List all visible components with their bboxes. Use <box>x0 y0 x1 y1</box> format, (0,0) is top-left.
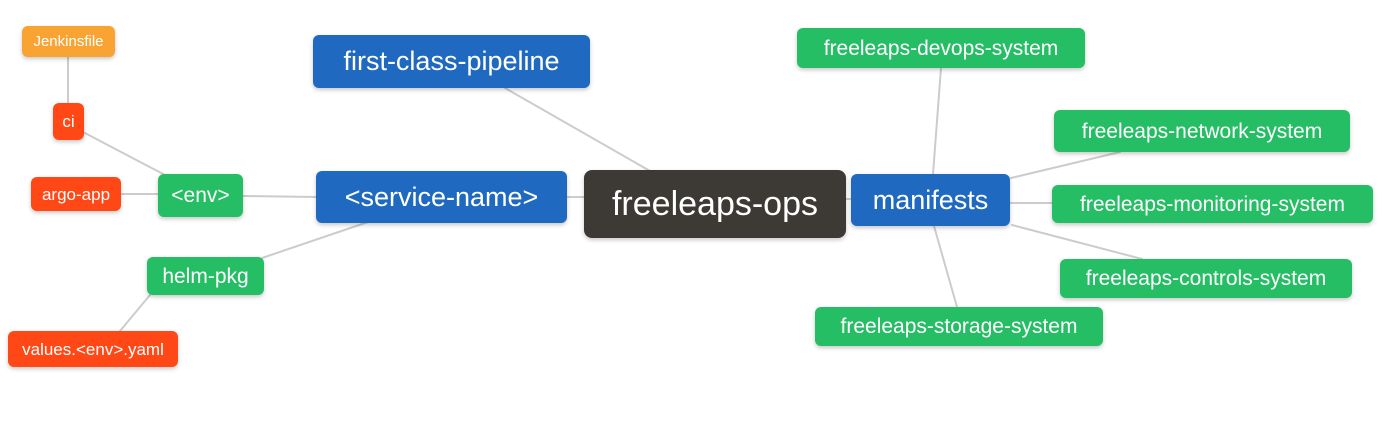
edge-first-class-pipeline-to-freeleaps-ops <box>504 87 651 172</box>
edge-manifests-to-freeleaps-devops-system <box>932 67 942 175</box>
node-jenkinsfile[interactable]: Jenkinsfile <box>22 26 115 57</box>
node-manifests[interactable]: manifests <box>851 174 1010 226</box>
edge-manifests-to-freeleaps-storage-system <box>933 225 958 308</box>
edge-ci-to-env <box>82 131 166 176</box>
node-values-env-yaml[interactable]: values.<env>.yaml <box>8 331 178 367</box>
node-first-class-pipeline[interactable]: first-class-pipeline <box>313 35 590 88</box>
node-freeleaps-monitoring-system[interactable]: freeleaps-monitoring-system <box>1052 185 1373 223</box>
node-freeleaps-storage-system[interactable]: freeleaps-storage-system <box>815 307 1103 346</box>
node-ci[interactable]: ci <box>53 103 84 140</box>
edge-helm-pkg-to-service-name <box>261 221 369 259</box>
node-freeleaps-controls-system[interactable]: freeleaps-controls-system <box>1060 259 1352 298</box>
node-env[interactable]: <env> <box>158 174 243 217</box>
node-freeleaps-devops-system[interactable]: freeleaps-devops-system <box>797 28 1085 68</box>
edge-manifests-to-freeleaps-network-system <box>1010 151 1121 179</box>
edge-values-env-yaml-to-helm-pkg <box>119 294 151 332</box>
node-freeleaps-ops[interactable]: freeleaps-ops <box>584 170 846 238</box>
node-freeleaps-network-system[interactable]: freeleaps-network-system <box>1054 110 1350 152</box>
node-service-name[interactable]: <service-name> <box>316 171 567 223</box>
node-argo-app[interactable]: argo-app <box>31 177 121 211</box>
edge-env-to-service-name <box>242 195 317 198</box>
edge-manifests-to-freeleaps-controls-system <box>1011 224 1143 260</box>
node-helm-pkg[interactable]: helm-pkg <box>147 257 264 295</box>
